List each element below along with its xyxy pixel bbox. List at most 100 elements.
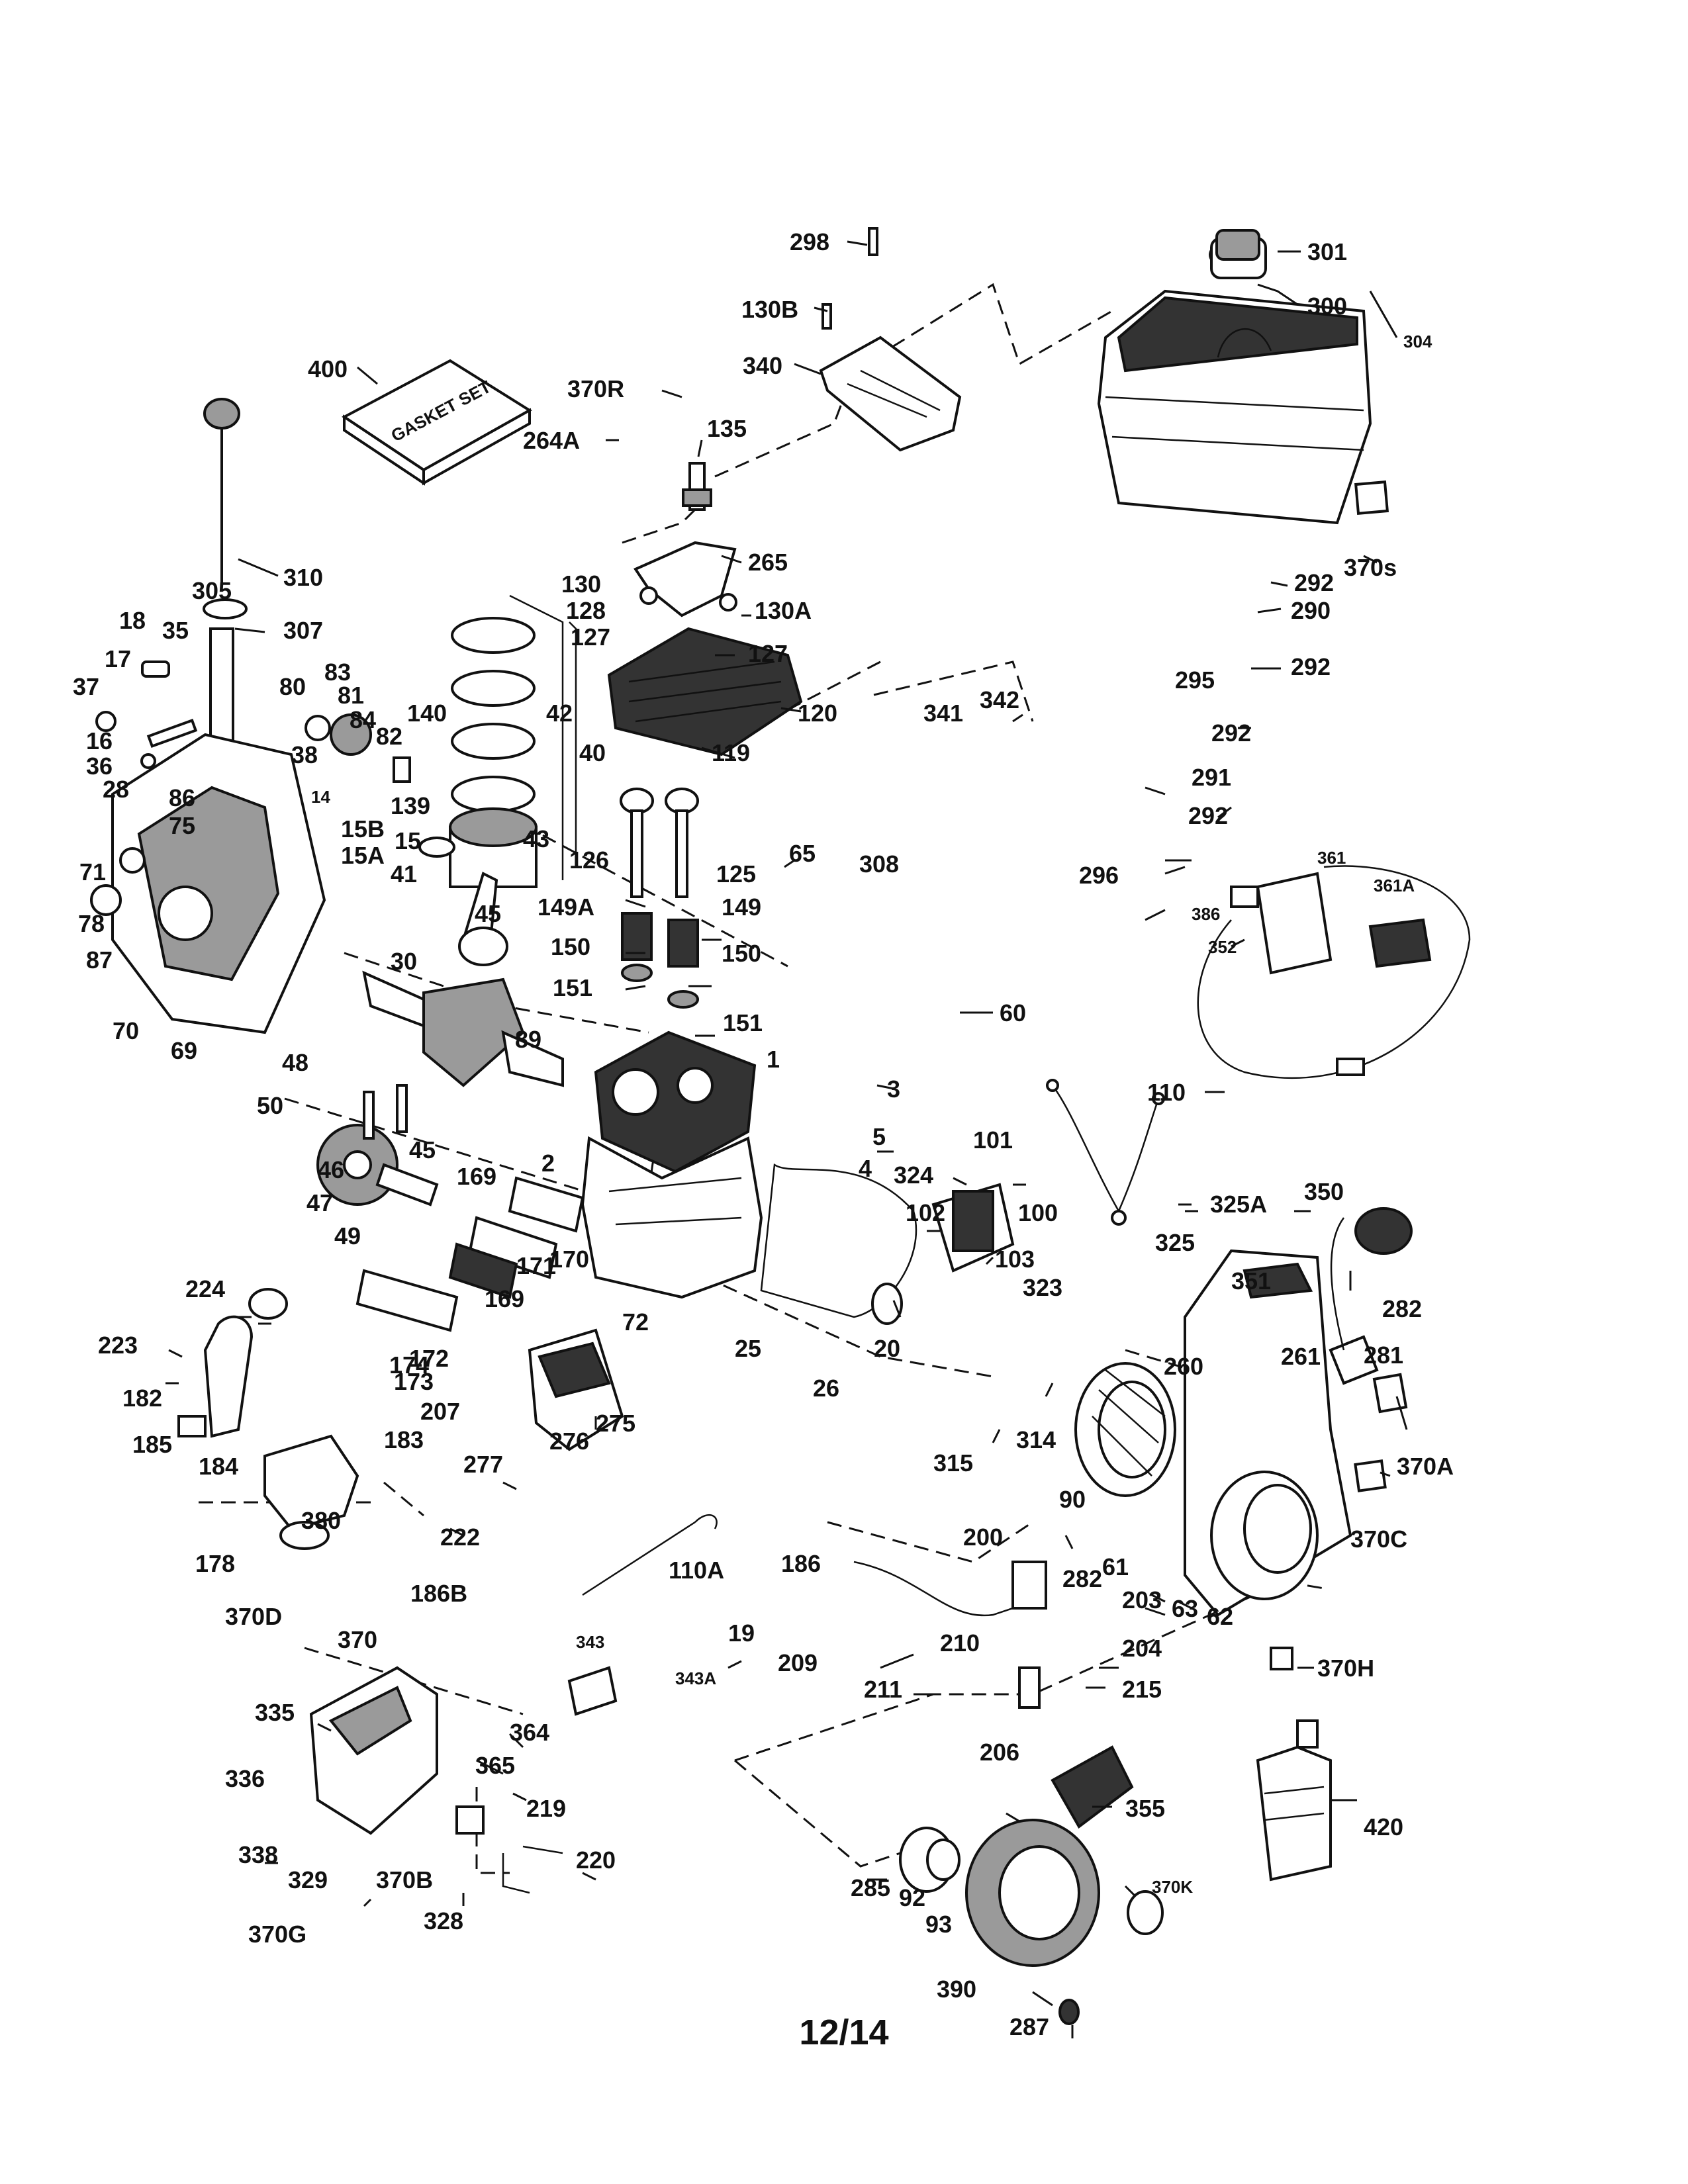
part-label: 400 bbox=[308, 355, 348, 383]
electric-starter-box bbox=[1197, 865, 1471, 1079]
part-label: 290 bbox=[1291, 597, 1331, 624]
part-label: 184 bbox=[199, 1453, 238, 1480]
piston-rings bbox=[451, 594, 577, 880]
choke-and-throttle bbox=[502, 1514, 1047, 1894]
part-label: 304 bbox=[1403, 332, 1432, 351]
part-label: 81 bbox=[338, 682, 364, 709]
part-label: 127 bbox=[571, 623, 610, 651]
part-label: 206 bbox=[980, 1739, 1019, 1766]
part-label: 285 bbox=[851, 1874, 890, 1901]
part-label: 48 bbox=[282, 1049, 308, 1076]
part-label: 260 bbox=[1164, 1353, 1203, 1380]
muffler-guard bbox=[309, 1666, 485, 1835]
part-label: 209 bbox=[778, 1649, 818, 1676]
part-label: 186B bbox=[410, 1580, 467, 1607]
part-label: 335 bbox=[255, 1699, 295, 1726]
part-label: 3 bbox=[887, 1075, 900, 1103]
part-label: 119 bbox=[712, 739, 750, 766]
carburetor bbox=[177, 1288, 359, 1550]
part-label: 20 bbox=[874, 1335, 900, 1362]
ignition-coil bbox=[760, 1163, 1015, 1325]
gasket-set-box: GASKET SET bbox=[342, 359, 532, 486]
part-label: 103 bbox=[995, 1246, 1035, 1273]
part-label: 370D bbox=[225, 1603, 282, 1630]
part-label: 277 bbox=[463, 1451, 503, 1478]
part-label: 60 bbox=[1000, 999, 1026, 1026]
valves bbox=[620, 788, 699, 1009]
part-label: 325A bbox=[1210, 1191, 1267, 1218]
blower-housing bbox=[1184, 1249, 1352, 1617]
part-label: 183 bbox=[384, 1426, 424, 1453]
part-label: 338 bbox=[238, 1841, 278, 1868]
part-label: 300 bbox=[1307, 293, 1347, 320]
part-label: 15 bbox=[395, 827, 421, 854]
part-label: 63 bbox=[1172, 1595, 1198, 1622]
governor-parts bbox=[95, 660, 411, 783]
part-label: 364 bbox=[510, 1719, 549, 1746]
part-label: 219 bbox=[526, 1795, 566, 1822]
part-label: 204 bbox=[1122, 1635, 1162, 1662]
part-label: 370K bbox=[1152, 1877, 1193, 1897]
part-label: 361 bbox=[1317, 848, 1346, 868]
part-label: 365 bbox=[475, 1752, 515, 1779]
part-label: 222 bbox=[440, 1524, 480, 1551]
part-label: 93 bbox=[925, 1911, 952, 1938]
spark-plug bbox=[682, 462, 712, 511]
part-label: 323 bbox=[1023, 1274, 1062, 1301]
part-label: 352 bbox=[1208, 937, 1237, 957]
part-label: 70 bbox=[113, 1017, 139, 1044]
part-label: 45 bbox=[409, 1136, 436, 1163]
part-label: 325 bbox=[1155, 1229, 1195, 1256]
part-label: 65 bbox=[789, 840, 816, 867]
part-label: 350 bbox=[1304, 1178, 1344, 1205]
recoil-starter bbox=[899, 1819, 1164, 2025]
part-label: 149 bbox=[722, 893, 761, 921]
part-label: 151 bbox=[553, 974, 592, 1001]
part-label: 295 bbox=[1175, 666, 1215, 694]
crankcase-cover bbox=[90, 733, 326, 1034]
part-label: 100 bbox=[1018, 1199, 1058, 1226]
part-label: 220 bbox=[576, 1846, 616, 1874]
part-label: 265 bbox=[748, 549, 788, 576]
part-label: 5 bbox=[872, 1123, 886, 1150]
part-label: 45 bbox=[475, 900, 501, 927]
part-label: 370B bbox=[376, 1866, 433, 1893]
part-label: 261 bbox=[1281, 1343, 1321, 1370]
part-label: 150 bbox=[551, 933, 590, 960]
part-label: 370 bbox=[338, 1626, 377, 1653]
part-label: 15A bbox=[341, 842, 385, 869]
part-label: 25 bbox=[735, 1335, 761, 1362]
part-label: 207 bbox=[420, 1398, 460, 1425]
part-label: 305 bbox=[192, 577, 232, 604]
part-label: 298 bbox=[790, 228, 829, 255]
part-label: 139 bbox=[391, 792, 430, 819]
part-label: 329 bbox=[288, 1866, 328, 1893]
part-label: 361A bbox=[1374, 876, 1415, 895]
air-filter-275 bbox=[528, 1328, 624, 1451]
flywheel bbox=[1074, 1362, 1176, 1497]
control-panel-355 bbox=[1051, 1745, 1134, 1829]
part-label: 420 bbox=[1364, 1813, 1403, 1841]
part-label: 130A bbox=[755, 597, 812, 624]
part-label: 287 bbox=[1009, 2013, 1049, 2040]
leader-lines bbox=[165, 240, 1408, 2038]
part-label: 47 bbox=[306, 1189, 333, 1216]
part-label: 135 bbox=[707, 415, 747, 442]
part-label: 92 bbox=[899, 1884, 925, 1911]
part-label: 370R bbox=[567, 375, 624, 402]
part-label: 75 bbox=[169, 812, 195, 839]
part-label: 169 bbox=[457, 1163, 496, 1190]
part-label: 84 bbox=[350, 706, 376, 733]
part-label: 42 bbox=[546, 700, 573, 727]
part-label: 2 bbox=[541, 1150, 555, 1177]
part-label: 307 bbox=[283, 617, 323, 644]
part-label: 292 bbox=[1188, 802, 1228, 829]
part-label: 171 bbox=[516, 1252, 556, 1279]
part-label: 72 bbox=[622, 1308, 649, 1336]
part-label: 223 bbox=[98, 1332, 138, 1359]
part-label: 340 bbox=[743, 352, 782, 379]
oil-bottle bbox=[1256, 1719, 1332, 1882]
part-label: 370H bbox=[1317, 1655, 1374, 1682]
part-label: 315 bbox=[933, 1449, 973, 1477]
wire-harness-110 bbox=[1046, 1079, 1165, 1226]
